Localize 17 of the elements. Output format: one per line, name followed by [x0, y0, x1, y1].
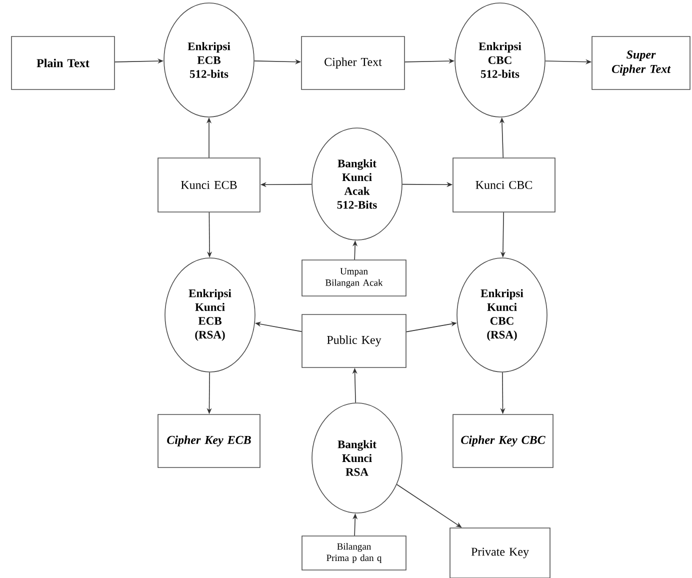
ellipse-node: Enkripsi ECB 512-bits: [164, 2, 254, 118]
process-box: Plain Text: [11, 36, 115, 90]
ellipse-node: Enkripsi Kunci ECB (RSA): [164, 258, 256, 372]
process-box: Bilangan Prima p dan q: [302, 536, 406, 570]
process-box: Kunci CBC: [452, 158, 556, 212]
process-box: Cipher Key CBC: [452, 414, 554, 468]
process-box: Cipher Key ECB: [158, 414, 260, 468]
process-box: Super Cipher Text: [592, 36, 690, 90]
ellipse-node: Bangkit Kunci Acak 512-Bits: [312, 128, 402, 240]
ellipse-node: Enkripsi Kunci CBC (RSA): [456, 258, 548, 372]
process-box: Cipher Text: [301, 36, 405, 90]
process-box: Kunci ECB: [158, 158, 260, 212]
process-box: Public Key: [302, 314, 406, 368]
ellipse-node: Enkripsi CBC 512-bits: [454, 2, 546, 118]
ellipse-node: Bangkit Kunci RSA: [312, 402, 402, 514]
process-box: Private Key: [450, 528, 550, 578]
process-box: Umpan Bilangan Acak: [302, 260, 406, 296]
